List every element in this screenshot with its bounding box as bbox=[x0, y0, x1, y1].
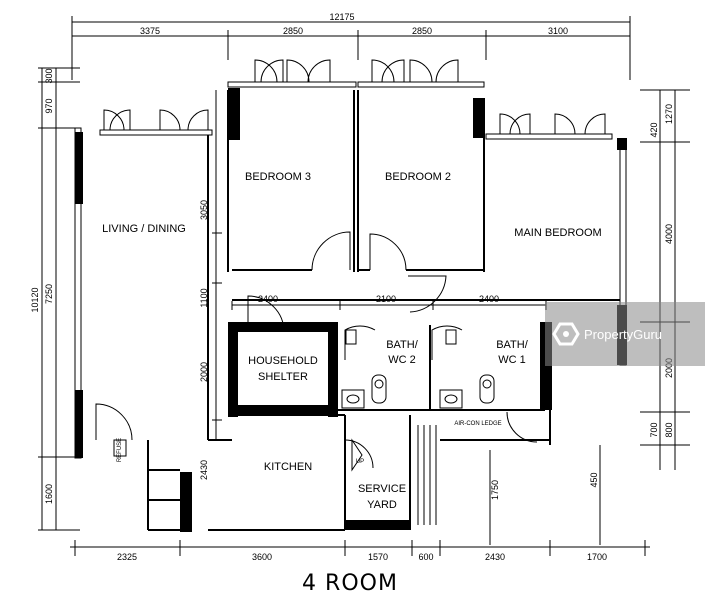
ledge-lines bbox=[417, 425, 437, 525]
dim-left-3: 7250 bbox=[44, 284, 54, 304]
room-label-shelter-line2: SHELTER bbox=[258, 371, 308, 383]
room-label-bath2-line1: BATH/ bbox=[386, 339, 419, 351]
dim-int-h-1: 2400 bbox=[258, 294, 278, 304]
watermark-brand: PropertyGuru bbox=[584, 327, 662, 342]
watermark: PropertyGuru bbox=[545, 302, 705, 366]
refuse-chute-label: REFUSE bbox=[117, 438, 123, 462]
dim-overall-depth: 10120 bbox=[30, 287, 40, 312]
dim-right-4: 2000 bbox=[664, 358, 674, 378]
dim-right-5: 700 bbox=[649, 422, 659, 437]
dim-top-1: 3375 bbox=[140, 26, 160, 36]
room-label-service-yard-line2: YARD bbox=[367, 499, 397, 511]
room-label-service-yard-line1: SERVICE bbox=[358, 483, 406, 495]
dim-top-4: 3100 bbox=[548, 26, 568, 36]
window-swings bbox=[103, 59, 606, 135]
room-label-bath1-line2: WC 1 bbox=[498, 354, 526, 366]
dim-int-v-5: 1750 bbox=[490, 480, 500, 500]
up-label: UP bbox=[356, 459, 364, 465]
dim-right-2: 420 bbox=[649, 122, 659, 137]
room-label-bath2-line2: WC 2 bbox=[388, 354, 416, 366]
dim-bottom-3: 1570 bbox=[368, 552, 388, 562]
dim-bottom-5: 2430 bbox=[485, 552, 505, 562]
watermark-panel bbox=[545, 302, 705, 366]
dim-int-v-3: 2000 bbox=[199, 362, 209, 382]
brand-logo-icon bbox=[552, 322, 580, 346]
dim-int-v-6: 450 bbox=[589, 472, 599, 487]
dim-top-3: 2850 bbox=[412, 26, 432, 36]
dim-int-v-4: 2430 bbox=[199, 460, 209, 480]
dim-right-3: 4000 bbox=[664, 224, 674, 244]
fixtures bbox=[113, 329, 495, 472]
dimension-lines bbox=[38, 16, 690, 556]
room-label-bedroom-3: BEDROOM 3 bbox=[245, 171, 311, 183]
dim-right-1: 1270 bbox=[664, 104, 674, 124]
dim-int-v-2: 1100 bbox=[199, 288, 209, 307]
room-label-kitchen: KITCHEN bbox=[264, 461, 312, 473]
structural-walls bbox=[75, 88, 627, 532]
room-label-aircon-ledge: AIR-CON LEDGE bbox=[454, 421, 501, 427]
dim-int-h-3: 2400 bbox=[479, 294, 499, 304]
room-label-bedroom-2: BEDROOM 2 bbox=[385, 171, 451, 183]
dim-bottom-1: 2325 bbox=[117, 552, 137, 562]
room-label-main-bedroom: MAIN BEDROOM bbox=[514, 227, 601, 239]
dim-bottom-6: 1700 bbox=[587, 552, 607, 562]
dim-left-4: 1600 bbox=[44, 484, 54, 504]
room-label-shelter-line1: HOUSEHOLD bbox=[248, 355, 318, 367]
door-swings bbox=[95, 231, 538, 469]
room-label-living-dining: LIVING / DINING bbox=[102, 223, 186, 235]
room-label-bath1-line1: BATH/ bbox=[496, 339, 529, 351]
dim-int-h-2: 2100 bbox=[376, 294, 396, 304]
dim-left-1: 300 bbox=[44, 68, 54, 83]
dim-bottom-2: 3600 bbox=[252, 552, 272, 562]
dim-int-v-1: 3050 bbox=[199, 200, 209, 220]
plan-title: 4 ROOM bbox=[302, 571, 398, 596]
dim-right-6: 800 bbox=[664, 422, 674, 437]
dim-bottom-4: 600 bbox=[418, 552, 433, 562]
dim-left-2: 970 bbox=[44, 98, 54, 113]
dim-top-2: 2850 bbox=[283, 26, 303, 36]
dim-overall-width: 12175 bbox=[329, 12, 354, 22]
